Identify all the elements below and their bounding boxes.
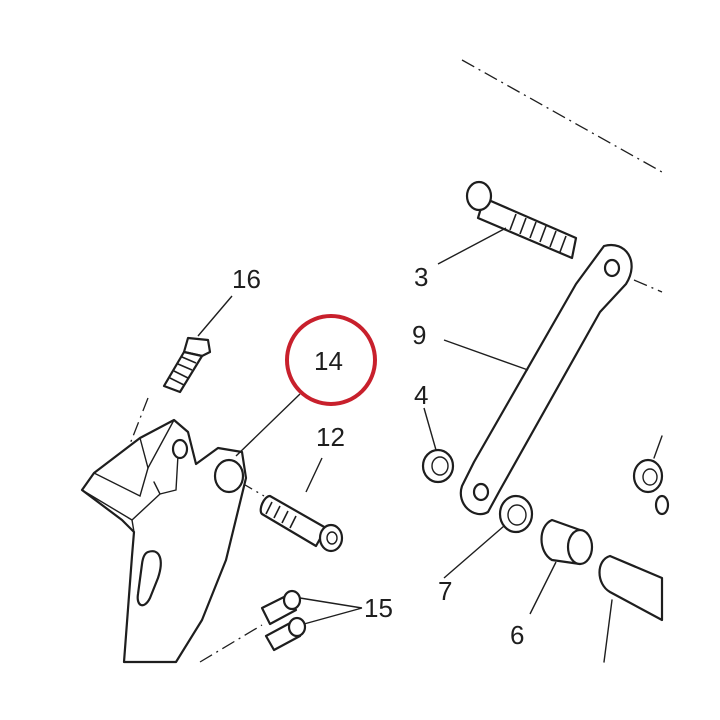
callout-label-14: 14 (314, 346, 343, 376)
bolt-part-12 (259, 494, 344, 553)
bolts-part-15 (260, 589, 307, 652)
callout-label-7: 7 (438, 576, 452, 606)
callout-label-4: 4 (414, 380, 428, 410)
shaft (598, 554, 664, 663)
callout-label-3: 3 (414, 262, 428, 292)
bushing-part-6 (540, 518, 594, 566)
callout-label-16: 16 (232, 264, 261, 294)
washer-part-7 (498, 494, 534, 534)
callout-labels: 3 4 6 7 9 12 14 15 16 (232, 262, 524, 650)
edge-washers (632, 435, 670, 516)
bolt-part-16 (162, 336, 212, 394)
link-rod-part-9 (459, 243, 633, 516)
callout-label-6: 6 (510, 620, 524, 650)
nut-part-4 (421, 448, 455, 484)
callout-label-9: 9 (412, 320, 426, 350)
callout-label-12: 12 (316, 422, 345, 452)
footrest-bracket (80, 418, 248, 664)
highlight-circle (285, 314, 377, 406)
callout-label-15: 15 (364, 593, 393, 623)
leader-lines (197, 227, 557, 625)
bolt-part-3 (465, 180, 578, 260)
